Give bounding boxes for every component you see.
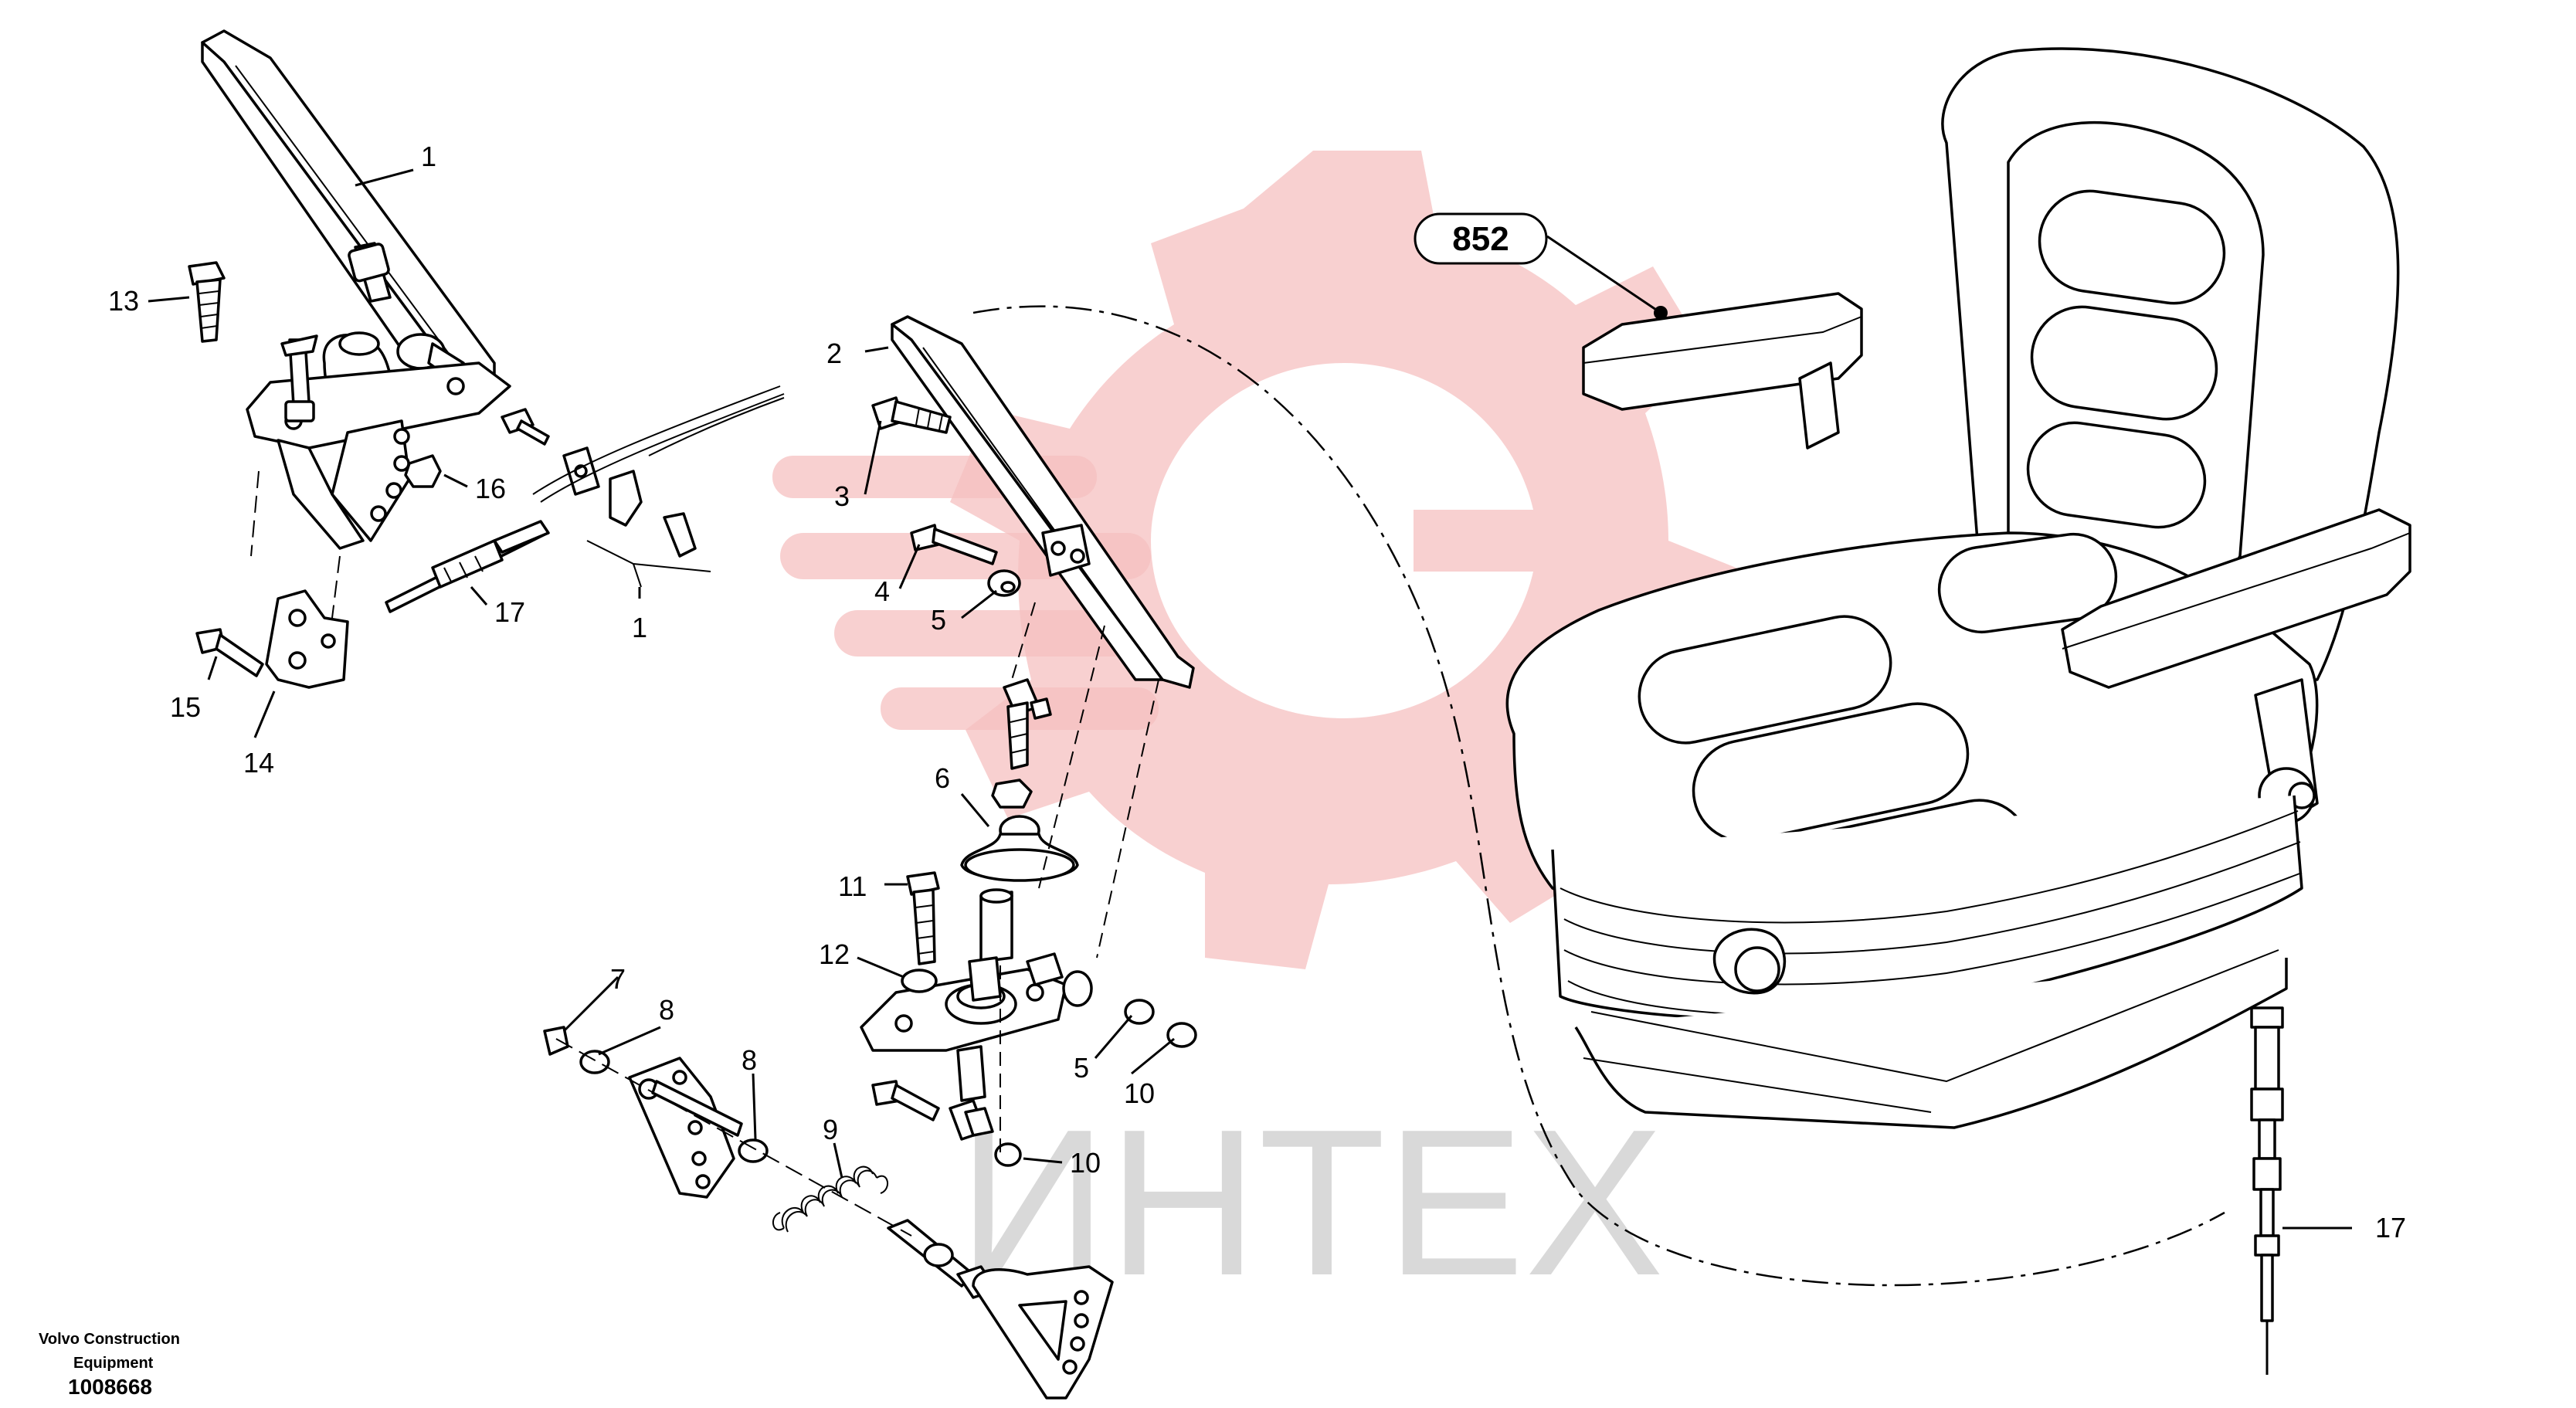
reference-852: 852 bbox=[1414, 212, 1548, 265]
bushing-5-top bbox=[987, 569, 1021, 597]
callout-17-right: 17 bbox=[2375, 1212, 2406, 1243]
operator-seat bbox=[1505, 47, 2411, 1129]
cable-17-left bbox=[385, 520, 550, 613]
callout-15: 15 bbox=[170, 691, 201, 723]
pedal-assembly-left bbox=[188, 29, 785, 689]
bracket-14 bbox=[265, 589, 349, 689]
callout-10-right: 10 bbox=[1124, 1077, 1155, 1109]
spring-9 bbox=[772, 1165, 888, 1233]
bolt-15 bbox=[195, 628, 264, 677]
callout-5-bottom: 5 bbox=[1074, 1052, 1089, 1084]
footer-info: Volvo Construction Equipment 1008668 bbox=[39, 1331, 180, 1399]
callout-16: 16 bbox=[475, 473, 506, 504]
callout-8-right: 8 bbox=[742, 1044, 757, 1076]
clevis bbox=[1003, 678, 1052, 770]
callout-17-left: 17 bbox=[494, 596, 525, 628]
cable-route-arc bbox=[972, 305, 2225, 1287]
callout-9: 9 bbox=[823, 1114, 838, 1145]
pedal-assembly-middle bbox=[860, 315, 1197, 1167]
callout-6: 6 bbox=[935, 762, 950, 794]
callout-leaders bbox=[148, 168, 2352, 1230]
bolt-13 bbox=[188, 261, 226, 343]
callout-5-top: 5 bbox=[931, 604, 946, 636]
callout-10-lower: 10 bbox=[1070, 1147, 1101, 1179]
callout-3: 3 bbox=[834, 480, 850, 512]
callout-13: 13 bbox=[108, 285, 139, 317]
callout-14: 14 bbox=[243, 747, 274, 779]
bolt-11 bbox=[906, 871, 940, 965]
footer-doc-number: 1008668 bbox=[68, 1375, 152, 1399]
callout-1-top: 1 bbox=[421, 141, 436, 172]
callout-labels: 1 13 16 17 1 15 14 2 3 4 5 6 11 12 7 8 8… bbox=[108, 141, 2406, 1243]
callout-7: 7 bbox=[610, 963, 626, 995]
footer-company-line2: Equipment bbox=[73, 1355, 154, 1372]
callout-1-bottom: 1 bbox=[632, 612, 647, 643]
reference-label: 852 bbox=[1452, 220, 1509, 258]
callout-8-left: 8 bbox=[659, 994, 674, 1026]
lower-pedal-parts bbox=[543, 1026, 1114, 1400]
cable-17-right bbox=[2250, 1006, 2284, 1375]
bolt-3 bbox=[871, 396, 952, 434]
pin-4 bbox=[910, 524, 998, 565]
footer-company: Volvo Construction bbox=[39, 1331, 180, 1348]
callout-2: 2 bbox=[826, 338, 842, 369]
boot-6 bbox=[960, 815, 1079, 882]
clip-set bbox=[562, 446, 711, 588]
callout-12: 12 bbox=[819, 938, 850, 970]
callout-11: 11 bbox=[838, 870, 867, 902]
callout-4: 4 bbox=[874, 575, 890, 607]
